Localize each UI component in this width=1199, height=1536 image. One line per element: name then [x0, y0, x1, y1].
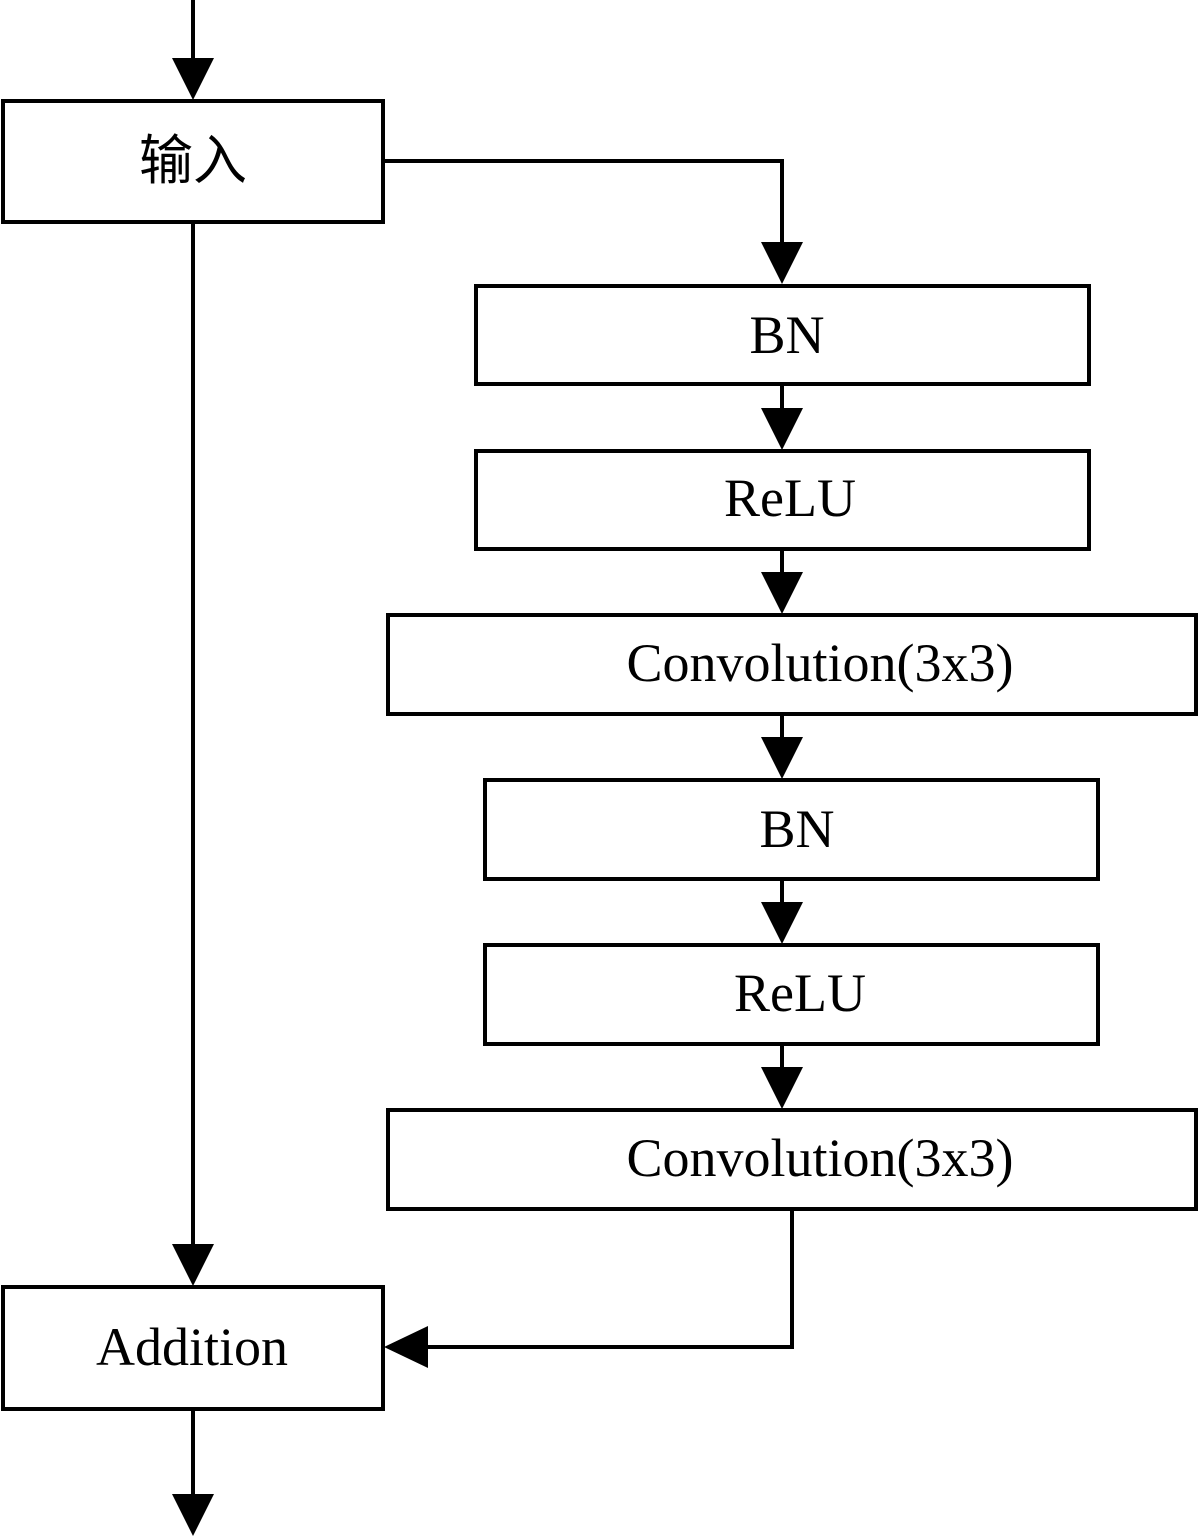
arrowhead-input-bn1 — [761, 242, 803, 284]
node-input-label: 输入 — [139, 131, 247, 191]
node-bn-1: BN — [474, 284, 1091, 386]
node-conv-2-label: Convolution(3x3) — [627, 1128, 1014, 1188]
arrowhead-skip-connection — [172, 1244, 214, 1286]
node-input: 输入 — [1, 99, 385, 224]
node-bn-2-label: BN — [759, 799, 834, 859]
edge-conv2-addition — [412, 1210, 794, 1349]
arrowhead-bn2-relu2 — [761, 902, 803, 944]
arrowhead-relu2-conv2 — [761, 1067, 803, 1109]
arrowhead-relu1-conv1 — [761, 572, 803, 614]
node-relu-2: ReLU — [483, 943, 1100, 1046]
node-conv-2: Convolution(3x3) — [386, 1108, 1198, 1211]
connectors — [172, 0, 803, 1536]
arrowhead-conv1-bn2 — [761, 737, 803, 779]
node-bn-1-label: BN — [749, 305, 824, 365]
node-relu-1: ReLU — [474, 449, 1091, 551]
arrowhead-addition-exit — [172, 1494, 214, 1536]
node-bn-2: BN — [483, 778, 1100, 881]
node-relu-2-label: ReLU — [734, 963, 866, 1023]
node-relu-1-label: ReLU — [724, 468, 856, 528]
edge-input-bn1 — [384, 159, 784, 256]
arrowhead-conv2-addition — [384, 1326, 428, 1368]
arrowhead-bn1-relu1 — [761, 408, 803, 450]
node-conv-1: Convolution(3x3) — [386, 613, 1198, 716]
arrowhead-entry-input — [172, 58, 214, 100]
node-addition-label: Addition — [96, 1317, 288, 1377]
node-conv-1-label: Convolution(3x3) — [627, 633, 1014, 693]
node-addition: Addition — [1, 1285, 385, 1411]
